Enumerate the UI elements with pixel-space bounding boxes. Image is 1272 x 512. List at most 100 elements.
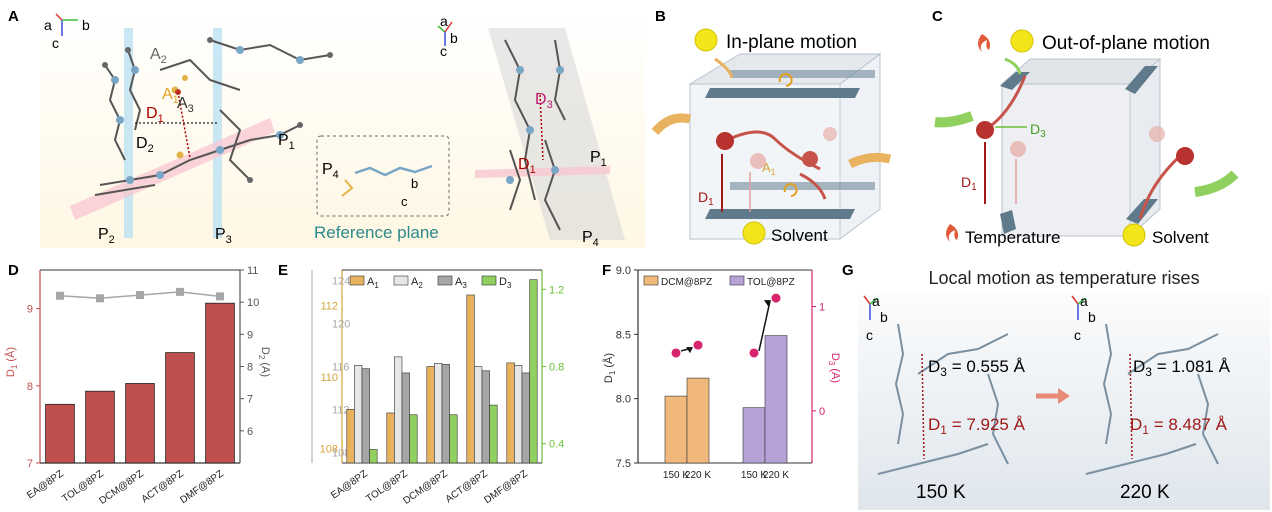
chart-e-bar-a3 — [481, 370, 490, 464]
chart-e-bar-a3 — [441, 364, 450, 464]
panel-letter-d: D — [8, 262, 19, 279]
chart-e-bar-a3 — [361, 368, 370, 464]
chart-e-bar-a1 — [506, 362, 515, 464]
chart-d-tick-label-right: 8 — [247, 362, 253, 374]
cube-c-front — [1001, 83, 1131, 237]
chart-d-ylabel-left: D1 (Å) — [4, 347, 19, 377]
chart-f-category-label: 220 K — [763, 470, 789, 481]
crystal-structure-right — [504, 39, 566, 231]
chain-link-lower — [799, 172, 827, 200]
chart-e-category-label: DMF@8PZ — [482, 468, 529, 506]
plane-p2 — [124, 28, 133, 238]
axis-arrows-left — [55, 13, 78, 36]
chart-f-tick-label-right: 1 — [819, 302, 825, 314]
g-left-d3: D — [928, 357, 940, 376]
label-d1: D — [146, 105, 158, 122]
chart-e-bar-a2 — [354, 365, 363, 464]
svg-text:D1: D1 — [961, 174, 977, 193]
panel-c: Out-of-plane motion D3 D1 Temperature So… — [930, 14, 1270, 252]
chart-d-bar — [85, 390, 115, 464]
crystal-structure-left — [94, 39, 331, 196]
chart-e-bar-a3 — [521, 372, 530, 464]
chart-f-bar — [764, 335, 788, 464]
svg-text:A1: A1 — [762, 160, 776, 177]
chart-e-bar-d3 — [529, 279, 538, 464]
chart-f-bar — [686, 377, 710, 464]
chart-f-legend-swatch — [643, 275, 659, 286]
panel-a-labels: a b c a c b A2 A3 A1 D1 D2 P1 P2 P3 P4 b… — [44, 13, 607, 249]
corner-top-right — [1125, 66, 1158, 94]
chart-e-tick-label-gray: 112 — [332, 404, 350, 416]
svg-text:P4: P4 — [322, 161, 339, 181]
atoms-blue — [111, 46, 304, 184]
atom-red-c — [976, 121, 994, 139]
axis-arrows-g — [863, 295, 1087, 320]
axis-a-label: a — [44, 17, 52, 33]
panel-a-figure: a b c a c b A2 A3 A1 D1 D2 P1 P2 P3 P4 b… — [44, 13, 625, 249]
panel-b-figure: In-plane motion A1 D1 Solvent — [651, 28, 892, 245]
chart-f-tick-label-left: 8.5 — [616, 329, 631, 341]
chart-e-bar-a2 — [434, 362, 443, 464]
chart-d-d2-marker — [56, 291, 64, 300]
g-right-d1-sub: 1 — [1142, 423, 1149, 437]
arrow-top-b — [714, 57, 734, 79]
panel-b: In-plane motion A1 D1 Solvent — [650, 14, 918, 252]
chart-e-tick-label-green: 0.4 — [549, 439, 564, 451]
chart-d-d2-marker — [176, 287, 184, 296]
svg-text:D1: D1 — [146, 105, 164, 125]
chart-e-category-label: DCM@8PZ — [401, 468, 449, 506]
label-a2-sub: 2 — [161, 54, 167, 66]
chart-d-category-label: ACT@8PZ — [140, 468, 186, 505]
chart-f-tick-label-left: 8.0 — [616, 394, 631, 406]
chart-e: 1081101121081121161201240.40.81.2EA@8PZT… — [311, 269, 564, 507]
chart-e-legend-label: A2 — [411, 276, 423, 290]
chart-d-tick-label-right: 11 — [247, 265, 258, 277]
chart-f-tick-label-left: 7.5 — [616, 458, 631, 470]
chart-e-legend-label: A1 — [367, 276, 379, 290]
chart-d-category-label: DCM@8PZ — [97, 468, 145, 506]
label-p1-sub: 1 — [289, 140, 295, 152]
solvent-label-b: Solvent — [771, 226, 828, 245]
panel-g-background — [858, 294, 1270, 510]
atoms-gray — [102, 37, 333, 183]
atom-ghost-c — [1010, 141, 1026, 157]
plane-p4 — [488, 28, 625, 240]
label-d1-c-sub: 1 — [971, 182, 977, 193]
solvent-ball-top — [694, 28, 718, 52]
solvent-ball-top-c — [1010, 29, 1034, 53]
chart-f-bar — [664, 395, 688, 464]
temperature-label: Temperature — [965, 228, 1060, 247]
svg-text:P2: P2 — [98, 226, 115, 246]
chart-f-trend-arrow-head — [764, 300, 771, 307]
chart-e-tick-label-gray: 108 — [332, 447, 350, 459]
chart-e-category-label: ACT@8PZ — [444, 468, 490, 505]
arrow-left-c — [934, 111, 974, 128]
chart-e-bar-d3 — [369, 449, 378, 464]
label-p2: P — [98, 226, 109, 243]
label-a1-b: A — [762, 160, 771, 175]
g-axis-c-right: c — [1074, 327, 1081, 343]
chart-d-category-label: DMF@8PZ — [178, 468, 225, 506]
svg-text:P4: P4 — [582, 229, 599, 248]
atoms-blue-right — [506, 66, 564, 184]
svg-text:D1 = 7.925 Å: D1 = 7.925 Å — [928, 415, 1026, 437]
atoms-yellow — [171, 75, 188, 159]
corner-bottom-left — [1000, 210, 1016, 234]
chart-f-ylabel-left: D1 (Å) — [602, 353, 617, 383]
atom-red-b — [716, 132, 734, 150]
svg-text:A2: A2 — [150, 46, 167, 66]
chart-f-bar — [742, 407, 766, 464]
label-a1: A — [162, 86, 173, 103]
chart-d-tick-label-right: 10 — [247, 297, 259, 309]
label-p4-right: P — [582, 229, 593, 246]
label-p4-right-sub: 4 — [593, 237, 599, 248]
chart-f-tick-label-left: 9.0 — [616, 265, 631, 277]
label-a1-b-sub: 1 — [771, 167, 776, 177]
axis-c-label-right: c — [440, 43, 447, 59]
flame-icon-top — [978, 34, 991, 52]
solvent-ball-bottom — [742, 221, 766, 245]
label-d1-b-sub: 1 — [708, 197, 714, 208]
g-left-d3-value: = 0.555 Å — [947, 357, 1026, 376]
g-axis-c: c — [866, 327, 873, 343]
